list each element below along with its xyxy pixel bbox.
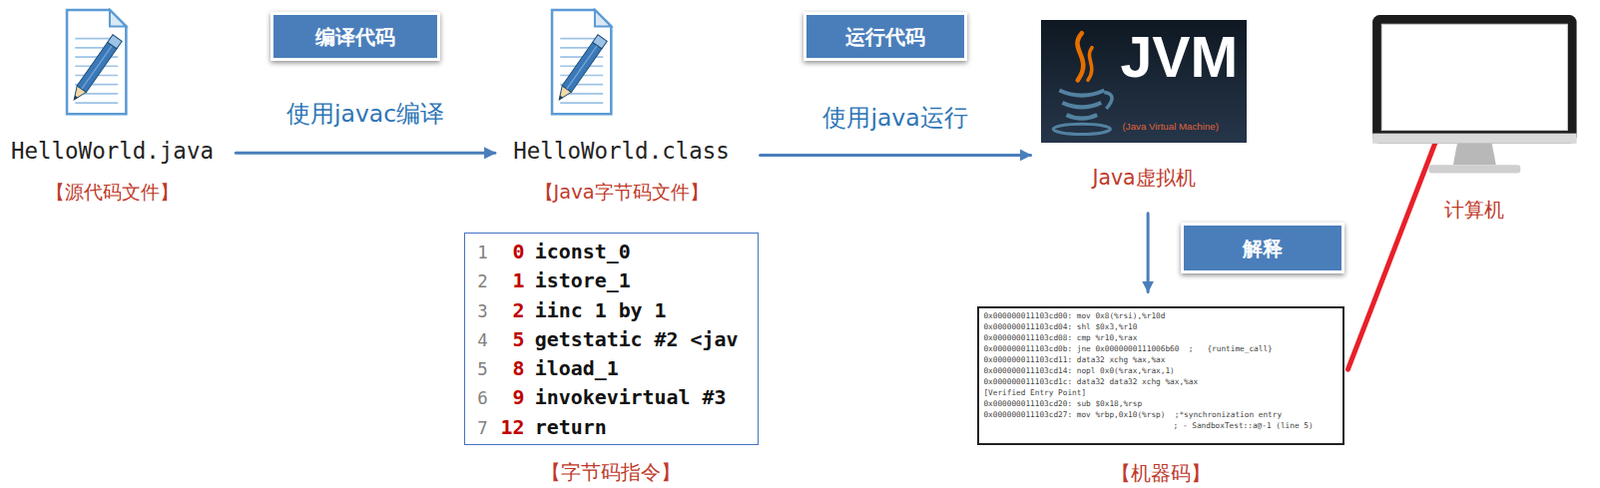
monitor-icon (1367, 11, 1583, 181)
bytecode-file: HelloWorld.class 【Java字节码文件】 (499, 4, 744, 209)
line-number: 5 (469, 356, 488, 384)
machine-code-line: 0x000000011103cd08: cmp %r10,%rax (983, 333, 1137, 344)
bytecode-offset: 5 (492, 327, 526, 355)
flow-arrow (760, 153, 1032, 157)
edge-label: 使用javac编译 (282, 99, 449, 128)
line-number: 4 (469, 327, 488, 355)
logo-text: (Java Virtual Machine) (1122, 120, 1219, 132)
bytecode-offset: 0 (492, 239, 526, 267)
machine-code-line: 0x000000011103cd1c: data32 data32 xchg %… (983, 377, 1198, 388)
machine-code-line: 0x000000011103cd00: mov 0x8(%rsi),%r10d (983, 311, 1165, 322)
flow-arrow (235, 151, 496, 155)
line-number: 6 (469, 385, 488, 413)
caption: 【Java字节码文件】 (499, 178, 744, 206)
bytecode-instruction: iload_1 (534, 356, 619, 384)
bytecode-offset: 9 (492, 385, 526, 413)
step-button: 运行代码 (803, 11, 968, 61)
caption: 【源代码文件】 (0, 178, 226, 206)
line-number: 2 (469, 268, 488, 296)
line-number: 7 (469, 415, 488, 443)
line-number: 1 (469, 239, 488, 267)
button-label: 运行代码 (806, 14, 965, 58)
machine-code-line: 0x000000011103cd20: sub $0x18,%rsp (983, 399, 1142, 410)
bytecode-instruction: return (534, 415, 607, 443)
bytecode-listing: 10iconst_021istore_132iinc 1 by 145getst… (464, 232, 758, 446)
bytecode-instruction: iinc 1 by 1 (534, 298, 667, 326)
machine-code-line: 0x000000011103cd04: shl $0x3,%r10 (983, 322, 1137, 333)
caption: 计算机 (1367, 195, 1583, 224)
machine-code-line: 0x000000011103cd0b: jne 0x0000000111006b… (983, 344, 1272, 355)
bytecode-instruction: invokevirtual #3 (534, 385, 727, 413)
file-name: HelloWorld.class (499, 137, 744, 164)
machine-code-listing: 0x000000011103cd00: mov 0x8(%rsi),%r10d0… (977, 306, 1345, 446)
caption: Java虚拟机 (1041, 163, 1248, 192)
button-label: 解释 (1183, 225, 1342, 271)
line-number: 3 (469, 298, 488, 326)
machine-code-line: 0x000000011103cd27: mov %rbp,0x10(%rsp) … (983, 410, 1282, 421)
bytecode-offset: 1 (492, 268, 526, 296)
edge-label: 使用java运行 (818, 103, 972, 132)
bytecode-instruction: istore_1 (534, 268, 631, 296)
machine-code-line: ; - SandboxTest::a@-1 (line 5) (1173, 421, 1314, 432)
bytecode-offset: 12 (492, 415, 526, 443)
document-icon (549, 7, 615, 118)
bytecode-instruction: iconst_0 (534, 239, 631, 267)
machine-code-line: [Verified Entry Point] (983, 388, 1086, 399)
flow-arrow (1146, 213, 1150, 293)
file-name: HelloWorld.java (0, 137, 226, 164)
java-cup-icon (1043, 20, 1121, 142)
source-file: HelloWorld.java 【源代码文件】 (0, 4, 226, 209)
bytecode-instruction: getstatic #2 <jav (534, 327, 739, 355)
step-button: 解释 (1180, 222, 1345, 274)
jvm-logo: JVM (Java Virtual Machine) Java虚拟机 (1041, 19, 1248, 199)
button-label: 编译代码 (273, 14, 438, 58)
computer-monitor: 计算机 (1367, 11, 1583, 227)
step-button: 编译代码 (270, 11, 441, 61)
logo-text: JVM (1120, 28, 1239, 86)
bytecode-offset: 2 (492, 298, 526, 326)
caption: 【字节码指令】 (465, 458, 757, 487)
caption: 【机器码】 (979, 459, 1343, 488)
bytecode-offset: 8 (492, 356, 526, 384)
machine-code-line: 0x000000011103cd11: data32 xchg %ax,%ax (983, 355, 1165, 366)
document-icon (64, 7, 130, 118)
machine-code-line: 0x000000011103cd14: nopl 0x0(%rax,%rax,1… (983, 366, 1174, 377)
